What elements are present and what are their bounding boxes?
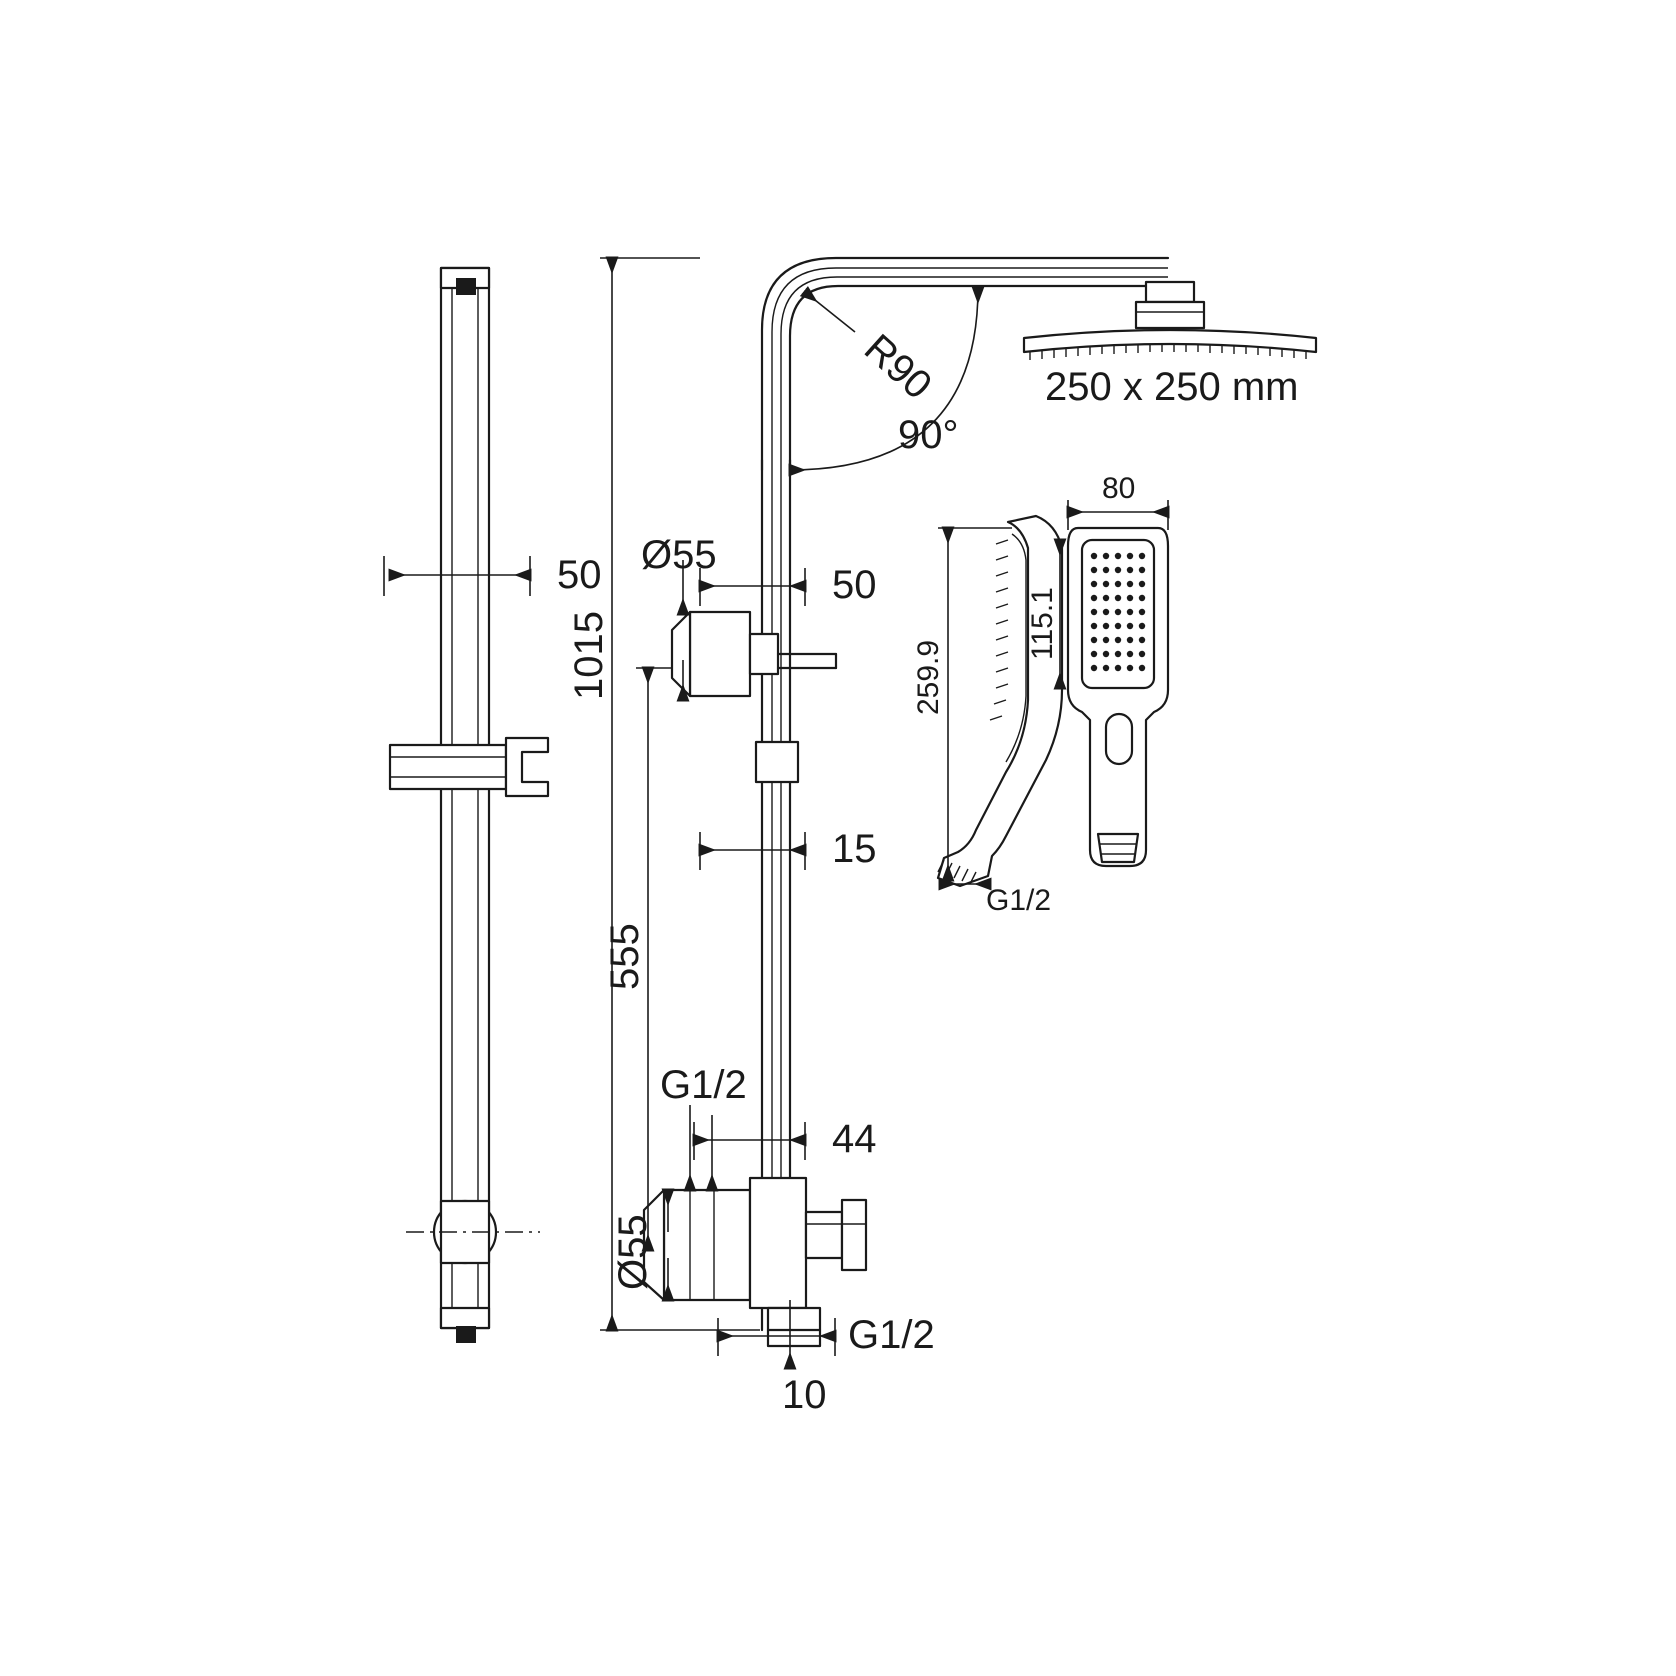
rain-shower-head: 250 x 250 mm <box>1022 280 1318 409</box>
mixer-body <box>662 1188 752 1302</box>
rain-head-connector <box>1144 280 1196 304</box>
handset-side-teeth <box>989 539 1009 721</box>
dim-handset-length: 259.9 <box>912 526 1012 882</box>
dim-head-arm-offset-label: 50 <box>832 563 877 607</box>
dim-handset-face-height: 115.1 <box>1026 538 1067 690</box>
dim-mixer-offset: 44 <box>692 1117 877 1161</box>
dim-outlet-offset: 10 <box>782 1300 827 1417</box>
dim-outlet-thread: G1/2 <box>716 1313 935 1357</box>
dim-outlet-offset-label: 10 <box>782 1373 827 1417</box>
rail-bottom-cap <box>439 1306 491 1330</box>
dim-rail-offset: 50 <box>383 553 602 597</box>
dim-inlet-thread: G1/2 <box>660 1063 747 1192</box>
dim-handset-width: 80 <box>1066 472 1170 530</box>
dim-bend-radius: R90 <box>799 286 940 408</box>
dim-mixer-flange-label: Ø55 <box>611 1214 655 1290</box>
shower-arm-outer <box>760 256 1170 472</box>
slide-rail-body <box>439 266 491 1330</box>
dim-riser-offset-label: 15 <box>832 827 877 871</box>
rail-bottom-fixing <box>456 1326 476 1343</box>
handset-front-view: 80 115.1 <box>1026 472 1170 868</box>
dim-bend-angle-label: 90° <box>898 413 959 457</box>
riser-slider-block <box>754 740 800 784</box>
shower-arm-guide-1 <box>771 267 1168 470</box>
rail-top-fixing <box>456 278 476 295</box>
mixer-plate <box>748 1176 808 1310</box>
dim-overall-height-label: 1015 <box>567 611 611 700</box>
diverter-flange-body <box>688 610 752 698</box>
dim-rail-offset-label: 50 <box>557 553 602 597</box>
dim-riser-offset: 15 <box>698 827 877 871</box>
handset-mode-button <box>1104 712 1134 766</box>
dim-handset-thread: G1/2 <box>938 877 1051 917</box>
rail-lower-flange <box>406 1199 540 1265</box>
rain-head-nozzles <box>1029 344 1307 360</box>
dim-mixer-offset-label: 44 <box>832 1117 877 1161</box>
handset-side-spray-teeth <box>989 539 1009 721</box>
dim-handset-face-height-label: 115.1 <box>1026 587 1059 660</box>
handset-side-view: 259.9 G1/2 <box>912 514 1064 917</box>
dim-outlet-thread-label: G1/2 <box>848 1313 935 1357</box>
dim-bend-angle: 90° <box>788 286 985 477</box>
dim-mixer-flange: Ø55 <box>611 1188 675 1302</box>
rain-head-nozzle-row <box>1029 344 1307 360</box>
dim-handset-width-label: 80 <box>1102 472 1135 505</box>
dim-handset-length-label: 259.9 <box>912 640 945 715</box>
diverter-stem <box>748 632 780 676</box>
thermostatic-mixer <box>642 1176 868 1348</box>
dim-mixer-height: 555 <box>603 666 672 1252</box>
dim-bend-radius-leader <box>799 286 856 333</box>
holder-cradle <box>504 736 550 798</box>
dim-diverter-flange: Ø55 <box>641 533 717 702</box>
dim-mixer-height-label: 555 <box>603 923 647 990</box>
dim-bend-angle-arc <box>788 286 985 477</box>
handset-holder <box>388 736 550 798</box>
rain-head-size-label: 250 x 250 mm <box>1045 365 1298 409</box>
holder-arm <box>388 743 508 791</box>
dim-inlet-thread-label: G1/2 <box>660 1063 747 1107</box>
handset-spray-holes <box>1090 552 1146 672</box>
dim-handset-thread-label: G1/2 <box>986 884 1051 917</box>
mixer-outlet <box>766 1306 822 1348</box>
mixer-handle-stem <box>804 1210 844 1260</box>
riser-column-assembly: 250 x 250 mm R90 90° <box>567 256 1318 1417</box>
dim-bend-radius-label: R90 <box>856 326 940 408</box>
handset-front-thread <box>1096 832 1140 864</box>
dim-overall-height: 1015 <box>567 256 760 1332</box>
mixer-handle <box>840 1198 868 1272</box>
diverter-flange-cone <box>670 610 692 698</box>
rain-head-plate <box>1022 328 1318 354</box>
dim-diverter-flange-label: Ø55 <box>641 533 717 577</box>
handset-side-inner <box>1005 533 1027 763</box>
dim-head-arm-offset: 50 <box>698 563 877 607</box>
spray-hole-grid <box>1090 552 1146 672</box>
handset-side-outline <box>936 514 1064 888</box>
diverter-valve <box>670 610 838 698</box>
slide-rail-assembly: 50 <box>383 266 602 1343</box>
rain-head-ball-joint <box>1134 300 1206 330</box>
